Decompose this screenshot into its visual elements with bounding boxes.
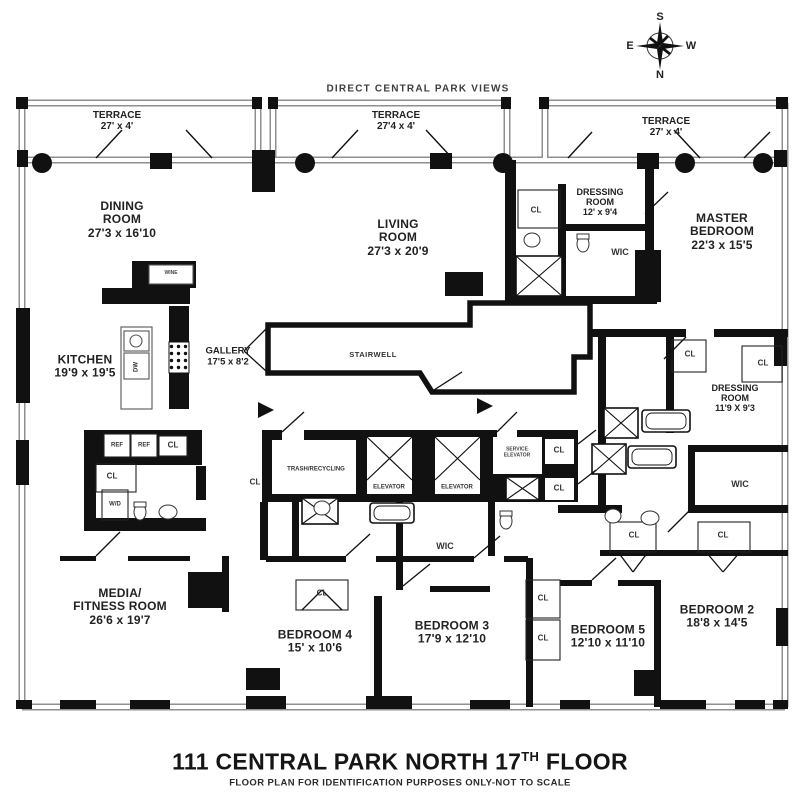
title-superscript: TH (521, 748, 540, 764)
plan-disclaimer: FLOOR PLAN FOR IDENTIFICATION PURPOSES O… (229, 777, 571, 789)
closet-label: CL (537, 593, 549, 603)
door-leaves (95, 191, 741, 611)
compass-left: E (626, 40, 634, 52)
glass-block-strip (168, 341, 190, 374)
closet-label: CL (553, 483, 565, 493)
wic-label-right: WIC (731, 478, 749, 489)
compass-right: W (685, 40, 697, 52)
plan-title: 111 CENTRAL PARK NORTH 17TH FLOOR (172, 748, 628, 775)
trash-room-label: TRASH/RECYCLING (287, 466, 345, 473)
closet-label: CL (684, 349, 696, 359)
core-rooms (272, 329, 714, 500)
elevator-x-marks (366, 436, 481, 481)
compass-top: S (656, 11, 664, 23)
washer-dryer-label: W/D (109, 501, 121, 508)
compass-bottom: N (656, 69, 664, 81)
window-walls (18, 99, 789, 711)
closet-label: CL (106, 471, 118, 481)
closet-label: CL (249, 477, 261, 487)
closet-label: CL (167, 440, 179, 450)
elevator-1-label: ELEVATOR (373, 484, 405, 491)
kitchen-island (120, 264, 194, 410)
terrace-door-leaves (95, 129, 771, 159)
direct-views-banner: DIRECT CENTRAL PARK VIEWS (326, 83, 510, 95)
elevator-2-label: ELEVATOR (441, 484, 473, 491)
bathtubs (369, 409, 691, 524)
compass-icon (636, 22, 684, 70)
closet-label: CL (537, 633, 549, 643)
room-label-stairwell: STAIRWELL (349, 349, 397, 359)
fridge-label-1: REF (111, 442, 123, 449)
closet-label: CL (628, 530, 640, 540)
closet-label: CL (530, 205, 542, 215)
closet-label: CL (757, 358, 769, 368)
wic-label-center: WIC (436, 540, 454, 551)
bath-fixtures (133, 232, 660, 530)
closet-outlines (95, 189, 783, 661)
dishwasher-label: DW (133, 362, 140, 372)
fridge-label-2: REF (138, 442, 150, 449)
closet-label: CL (717, 530, 729, 540)
wine-cooler-label: WINE (164, 270, 178, 277)
stairwell-outline (243, 300, 593, 395)
closet-label: CL (316, 588, 328, 598)
closet-label: CL (553, 445, 565, 455)
wic-label-master: WIC (611, 246, 629, 257)
entry-arrow-icons (258, 398, 493, 418)
service-elevator-label: SERVICE ELEVATOR (503, 446, 531, 458)
